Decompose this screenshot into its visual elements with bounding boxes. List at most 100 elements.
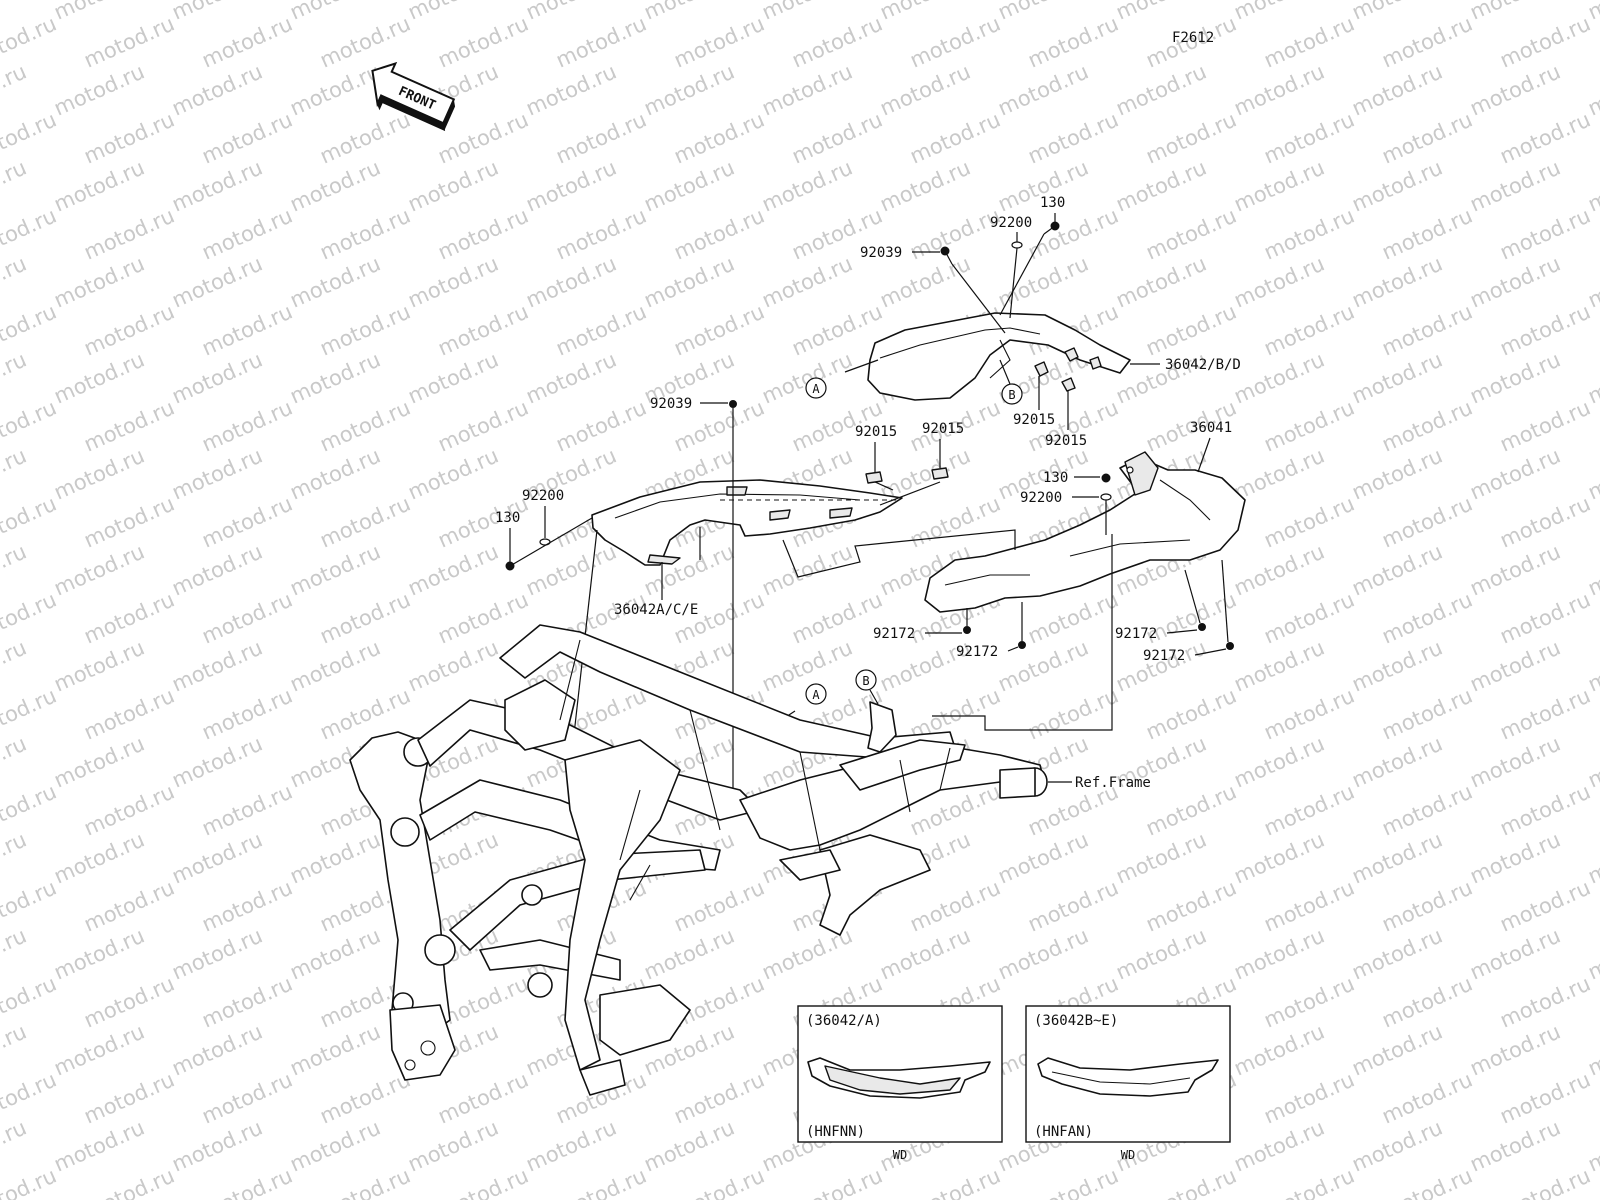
markers: A B A B <box>805 359 1023 705</box>
watermark-text: motod.ru <box>50 923 148 984</box>
watermark-text: motod.ru <box>1112 0 1210 25</box>
callout-92015-mid-b: 92015 <box>922 421 964 437</box>
watermark-text: motod.ru <box>1496 1163 1594 1200</box>
watermark-text: motod.ru <box>286 1019 384 1080</box>
watermark-text: motod.ru <box>168 731 266 792</box>
watermark-text: motod.ru <box>168 923 266 984</box>
watermark-text: motod.ru <box>1466 251 1564 312</box>
svg-text:B: B <box>862 674 869 688</box>
watermark-text: motod.ru <box>876 923 974 984</box>
watermark-text: motod.ru <box>1466 731 1564 792</box>
watermark-text: motod.ru <box>286 443 384 504</box>
watermark-text: motod.ru <box>1348 347 1446 408</box>
watermark-text: motod.ru <box>198 1163 296 1200</box>
watermark-text: motod.ru <box>50 1019 148 1080</box>
watermark-text: motod.ru <box>552 1163 650 1200</box>
callout-92200-right: 92200 <box>1020 490 1062 506</box>
svg-text:B: B <box>1008 388 1015 402</box>
watermark-text: motod.ru <box>1348 635 1446 696</box>
watermark-text: motod.ru <box>404 635 502 696</box>
watermark-text: motod.ru <box>994 0 1092 25</box>
watermark-text: motod.ru <box>168 539 266 600</box>
watermark-text: motod.ru <box>994 923 1092 984</box>
watermark-text: motod.ru <box>994 827 1092 888</box>
watermark-text: motod.ru <box>404 155 502 216</box>
right-side-cover-36042-b-d <box>867 312 1131 401</box>
watermark-text: motod.ru <box>286 635 384 696</box>
watermark-text: motod.ru <box>1466 539 1564 600</box>
watermark-text: motod.ru <box>640 59 738 120</box>
watermark-text: motod.ru <box>758 59 856 120</box>
watermark-text: motod.ru <box>906 1163 1004 1200</box>
watermark-text: motod.ru <box>994 635 1092 696</box>
watermark-text: motod.ru <box>994 251 1092 312</box>
marker-a-upper <box>805 377 827 399</box>
callout-92200-top: 92200 <box>990 215 1032 231</box>
watermark-text: motod.ru <box>0 731 30 792</box>
watermark-text: motod.ru <box>1348 251 1446 312</box>
washer-92200-icon <box>1011 241 1023 249</box>
callout-92015-top-b: 92015 <box>1045 433 1087 449</box>
watermark-text: motod.ru <box>1348 1019 1446 1080</box>
watermark-text: motod.ru <box>168 155 266 216</box>
watermark-text: motod.ru <box>1024 1163 1122 1200</box>
watermark-text: motod.ru <box>50 0 148 25</box>
watermark-text: motod.ru <box>1112 155 1210 216</box>
watermark-text: motod.ru <box>286 923 384 984</box>
watermark-text: motod.ru <box>1466 827 1564 888</box>
watermark-text: motod.ru <box>522 0 620 25</box>
watermark-text: motod.ru <box>1584 59 1600 120</box>
callout-ref-frame: Ref.Frame <box>1075 775 1151 791</box>
watermark-text: motod.ru <box>286 251 384 312</box>
watermark-text: motod.ru <box>0 923 30 984</box>
watermark-text: motod.ru <box>1112 635 1210 696</box>
watermark-text: motod.ru <box>758 155 856 216</box>
watermark-text: motod.ru <box>50 539 148 600</box>
watermark-text: motod.ru <box>1584 731 1600 792</box>
watermark-text: motod.ru <box>1230 1019 1328 1080</box>
watermark-text: motod.ru <box>876 155 974 216</box>
watermark-text: motod.ru <box>316 1163 414 1200</box>
watermark-text: motod.ru <box>1584 635 1600 696</box>
watermark-text: motod.ru <box>168 635 266 696</box>
watermark-text: motod.ru <box>50 155 148 216</box>
watermark-text: motod.ru <box>1348 923 1446 984</box>
watermark-text: motod.ru <box>758 539 856 600</box>
watermark-text: motod.ru <box>0 1163 60 1200</box>
watermark-text: motod.ru <box>80 1163 178 1200</box>
watermark-text: motod.ru <box>1230 923 1328 984</box>
marker-b-lower <box>855 669 877 691</box>
watermark-text: motod.ru <box>168 59 266 120</box>
watermark-text: motod.ru <box>1230 443 1328 504</box>
svg-text:A: A <box>812 382 820 396</box>
marker-b-upper <box>1001 383 1023 405</box>
watermark-text: motod.ru <box>168 1115 266 1176</box>
watermark-text: motod.ru <box>0 59 30 120</box>
watermark-text: motod.ru <box>758 0 856 25</box>
watermark-text: motod.ru <box>640 155 738 216</box>
watermark-text: motod.ru <box>1348 827 1446 888</box>
watermark-text: motod.ru <box>1230 0 1328 25</box>
watermark-text: motod.ru <box>0 827 30 888</box>
watermark-text: motod.ru <box>1584 251 1600 312</box>
watermark-text: motod.ru <box>50 347 148 408</box>
watermark-text: motod.ru <box>876 443 974 504</box>
watermark-text: motod.ru <box>1378 1163 1476 1200</box>
watermark-text: motod.ru <box>1584 539 1600 600</box>
watermark-text: motod.ru <box>1230 731 1328 792</box>
watermark-text: motod.ru <box>0 443 30 504</box>
inset-right: (36042B~E) (HNFAN) WD <box>1025 1005 1231 1162</box>
watermark-text: motod.ru <box>286 0 384 25</box>
watermark-text: motod.ru <box>434 1163 532 1200</box>
watermark-text: motod.ru <box>286 827 384 888</box>
watermark-text: motod.ru <box>404 0 502 25</box>
watermark-text: motod.ru <box>640 0 738 25</box>
watermark-text: motod.ru <box>1584 923 1600 984</box>
callout-92172-a: 92172 <box>873 626 915 642</box>
watermark-text: motod.ru <box>1230 539 1328 600</box>
watermark-text: motod.ru <box>1230 347 1328 408</box>
watermark-text: motod.ru <box>522 251 620 312</box>
watermark-text: motod.ru <box>1348 59 1446 120</box>
watermark-text: motod.ru <box>1466 0 1564 25</box>
